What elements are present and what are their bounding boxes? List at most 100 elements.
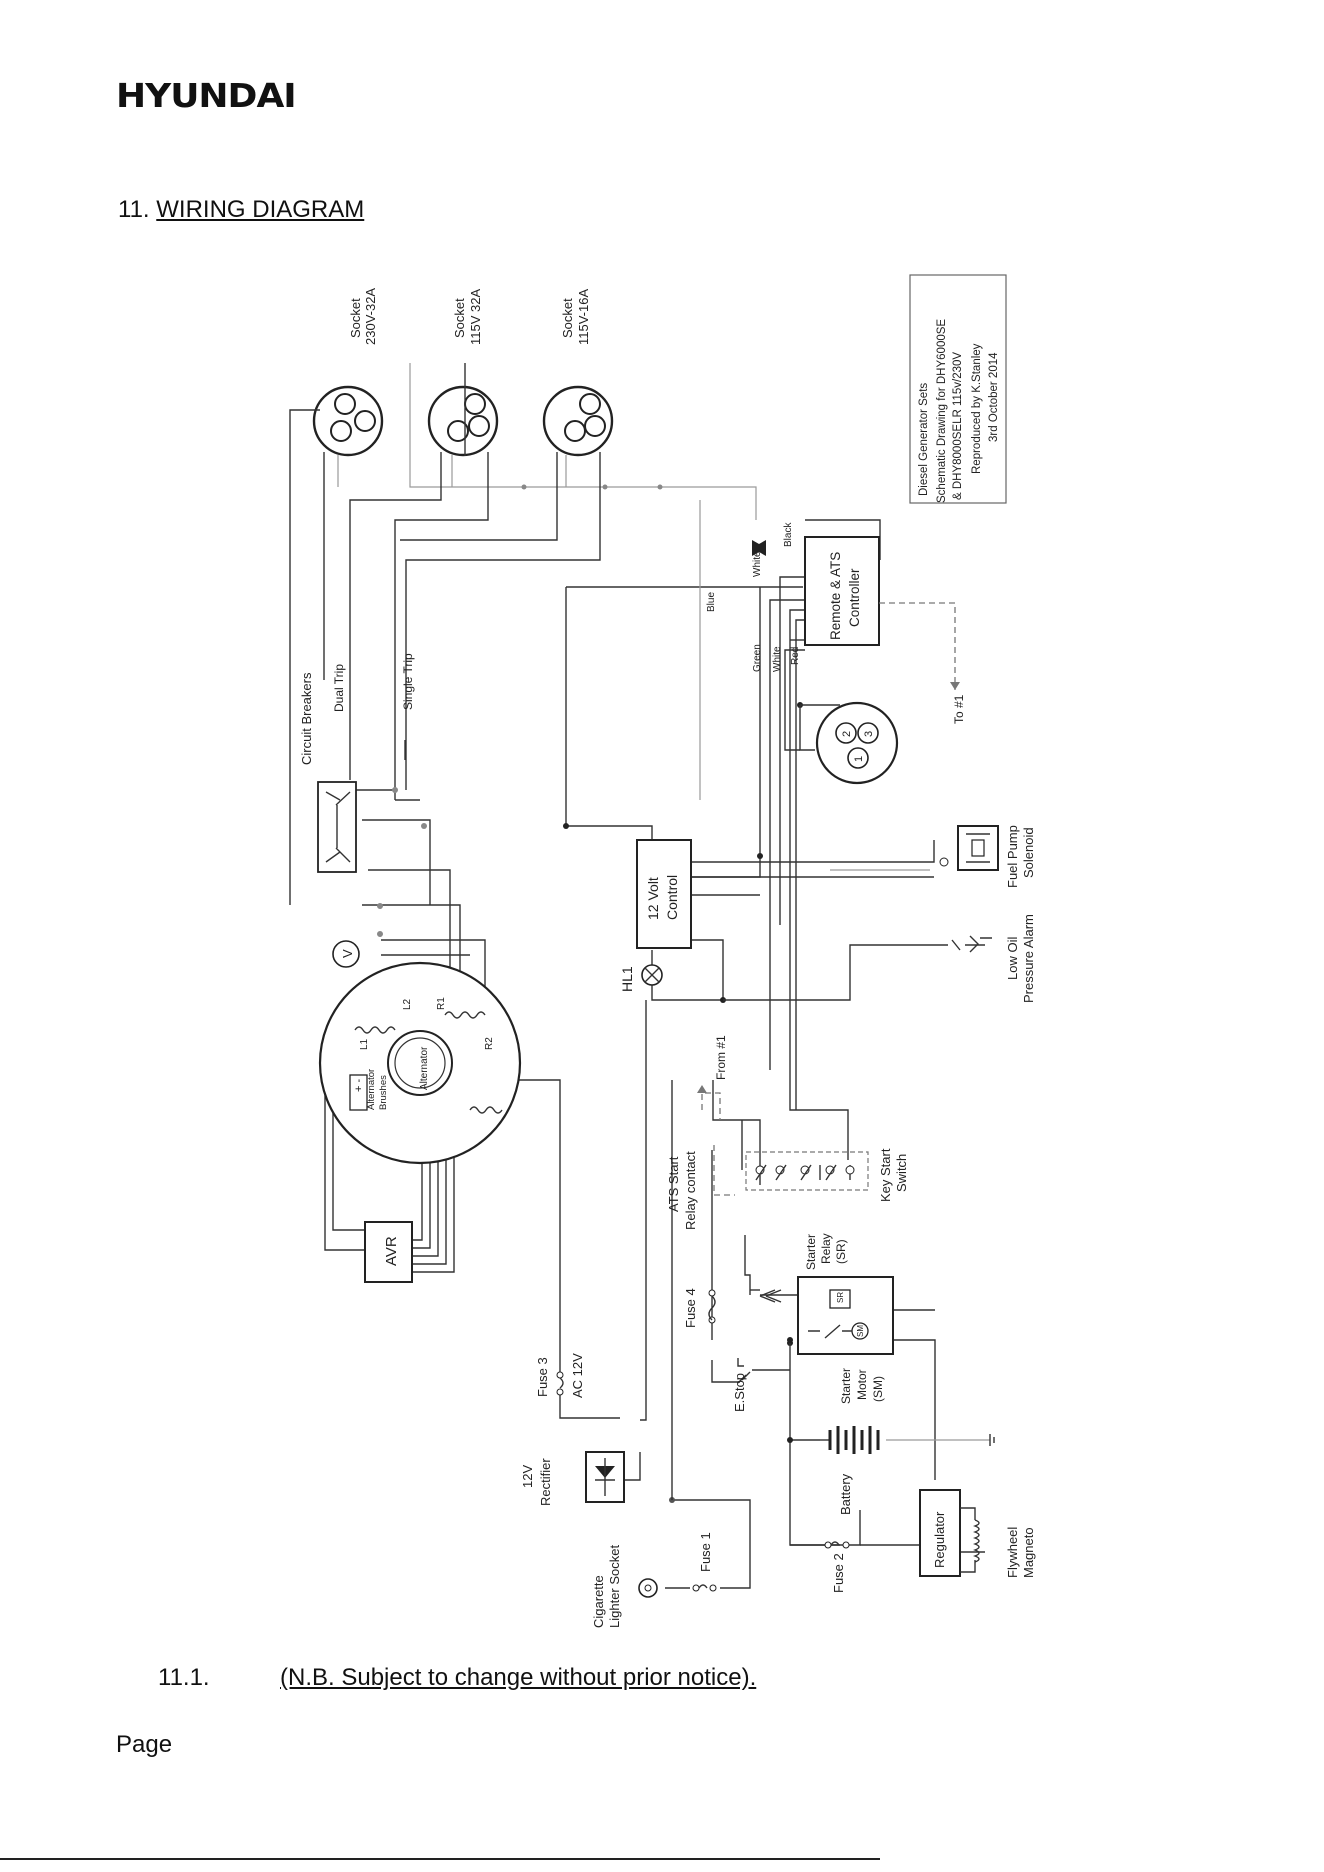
fuse1-label: Fuse 1 (698, 1532, 713, 1572)
socket-230v-label: Socket (348, 298, 363, 338)
switch-label: Switch (894, 1154, 909, 1192)
fuel-pump-solenoid: Fuel Pump Solenoid (939, 825, 1036, 888)
info-box-text: Diesel Generator Sets Schematic Drawing … (918, 319, 1000, 503)
red-label: Red (790, 647, 801, 665)
info-line-2: Schematic Drawing for DHY6000SE (936, 319, 948, 503)
white2-label: White (772, 646, 783, 672)
ats-start-label: ATS Start (666, 1156, 681, 1212)
green-label: Green (752, 644, 763, 672)
voltmeter: V (332, 940, 360, 968)
hl1-lamp: HL1 (619, 964, 663, 992)
brush-polarity: + - (353, 1079, 365, 1092)
page-label: Page (116, 1731, 173, 1758)
info-box (909, 274, 1007, 504)
avr: AVR (364, 1221, 413, 1283)
starter-relay-label-3: (SR) (834, 1239, 848, 1264)
rectifier-label-1: 12V (520, 1465, 535, 1488)
info-line-1: Diesel Generator Sets (918, 383, 930, 496)
socket-115v-32a: Socket 115V 32A (427, 289, 499, 457)
remote-ats-controller: Remote & ATS Controller White Black Blue… (706, 522, 966, 724)
info-line-3: & DHY8000SELR 115v/230V (952, 352, 964, 500)
r2-label: R2 (484, 1037, 495, 1050)
control-label: Control (664, 875, 680, 920)
circuit-breakers: Circuit Breakers Dual Trip Single Trip (299, 653, 415, 873)
rectifier-label-2: Rectifier (538, 1458, 553, 1506)
fuse4-estop: Fuse 4 E.Stop (683, 1288, 751, 1412)
pin-3-label: 3 (863, 731, 875, 737)
section-number: 11. (118, 196, 150, 223)
sm-label: SM (856, 1325, 865, 1337)
socket-115v-32a-rating: 115V 32A (468, 289, 483, 345)
cigarette-lighter: Cigarette Lighter Socket Fuse 1 (591, 1532, 717, 1628)
rectifier: 12V Rectifier (520, 1451, 625, 1506)
white-label: White (752, 551, 763, 577)
alt-brushes-label-2: Brushes (378, 1075, 389, 1110)
black-label: Black (783, 522, 794, 547)
socket-115v-32a-label: Socket (452, 298, 467, 338)
battery: Battery (828, 1426, 995, 1515)
starter-relay-label-1: Starter (804, 1234, 818, 1270)
controller-label: Controller (847, 568, 862, 627)
low-oil-alarm: Low Oil Pressure Alarm (938, 914, 1036, 1003)
from-1: From #1 (697, 1035, 728, 1120)
fuse2-label: Fuse 2 (831, 1553, 846, 1593)
pressure-alarm-label: Pressure Alarm (1021, 914, 1036, 1003)
fuel-pump-label: Fuel Pump (1005, 825, 1020, 888)
regulator-label: Regulator (932, 1511, 947, 1568)
wiring (289, 363, 990, 1589)
blue-label: Blue (706, 592, 717, 612)
three-pin-plug: 2 1 3 (815, 701, 899, 785)
r1-label: R1 (436, 997, 447, 1010)
l1-label: L1 (359, 1038, 370, 1050)
circuit-breakers-label: Circuit Breakers (299, 672, 314, 765)
key-start-label: Key Start (878, 1148, 893, 1202)
section-title: WIRING DIAGRAM (156, 196, 365, 223)
starter-motor-label-3: (SM) (871, 1376, 885, 1402)
section-heading: 11. WIRING DIAGRAM (118, 196, 364, 224)
starter-motor-label-2: Motor (855, 1369, 869, 1400)
note-line: 11.1. (N.B. Subject to change without pr… (158, 1664, 756, 1692)
fuse3: Fuse 3 AC 12V (535, 1353, 585, 1398)
from-1-label: From #1 (714, 1035, 728, 1080)
socket-115v-16a-label: Socket (560, 298, 575, 338)
bottom-rule (0, 1858, 880, 1860)
info-line-4: Reproduced by K.Stanley (971, 343, 983, 474)
fuse4-label: Fuse 4 (683, 1288, 698, 1328)
alternator: Alternator Alternator Brushes + - L1 L2 … (318, 961, 522, 1165)
dual-trip-label: Dual Trip (332, 664, 346, 712)
socket-115v-16a: Socket 115V-16A (542, 289, 614, 457)
cig-label-2: Lighter Socket (607, 1545, 622, 1628)
12v-control: 12 Volt Control (636, 839, 692, 949)
remote-ats-label: Remote & ATS (828, 552, 843, 640)
pin-1-label: 1 (853, 756, 865, 762)
estop-label: E.Stop (732, 1373, 747, 1412)
regulator: Regulator Flywheel Magneto (919, 1489, 1036, 1578)
ac12v-label: AC 12V (570, 1353, 585, 1398)
cig-label-1: Cigarette (591, 1575, 606, 1628)
magneto-label: Magneto (1021, 1527, 1036, 1578)
relay-contact-label: Relay contact (683, 1151, 698, 1230)
note-text: (N.B. Subject to change without prior no… (280, 1664, 757, 1691)
starter-motor-label-1: Starter (839, 1368, 853, 1404)
sr-label: SR (836, 1292, 845, 1303)
socket-115v-16a-rating: 115V-16A (576, 289, 591, 345)
to-1-label: To #1 (952, 694, 966, 724)
note-number: 11.1. (158, 1664, 210, 1691)
brand-logo: HYUNDAI (116, 77, 297, 116)
pin-2-label: 2 (841, 731, 853, 737)
avr-label: AVR (383, 1236, 400, 1266)
flywheel-label: Flywheel (1005, 1527, 1020, 1578)
starter-relay-motor: SR SM Starter Relay (SR) Starter Motor (… (759, 1233, 894, 1404)
fuse2: Fuse 2 (824, 1541, 850, 1593)
alt-brushes-label-1: Alternator (366, 1069, 377, 1110)
single-trip-label: Single Trip (401, 653, 415, 710)
12v-label: 12 Volt (645, 877, 661, 920)
low-oil-label: Low Oil (1005, 937, 1020, 980)
info-line-5: 3rd October 2014 (988, 352, 1000, 442)
hl1-label: HL1 (619, 966, 635, 992)
socket-230v: Socket 230V-32A (312, 288, 384, 457)
socket-230v-rating: 230V-32A (363, 288, 378, 345)
solenoid-label: Solenoid (1021, 827, 1036, 878)
battery-label: Battery (838, 1473, 853, 1515)
